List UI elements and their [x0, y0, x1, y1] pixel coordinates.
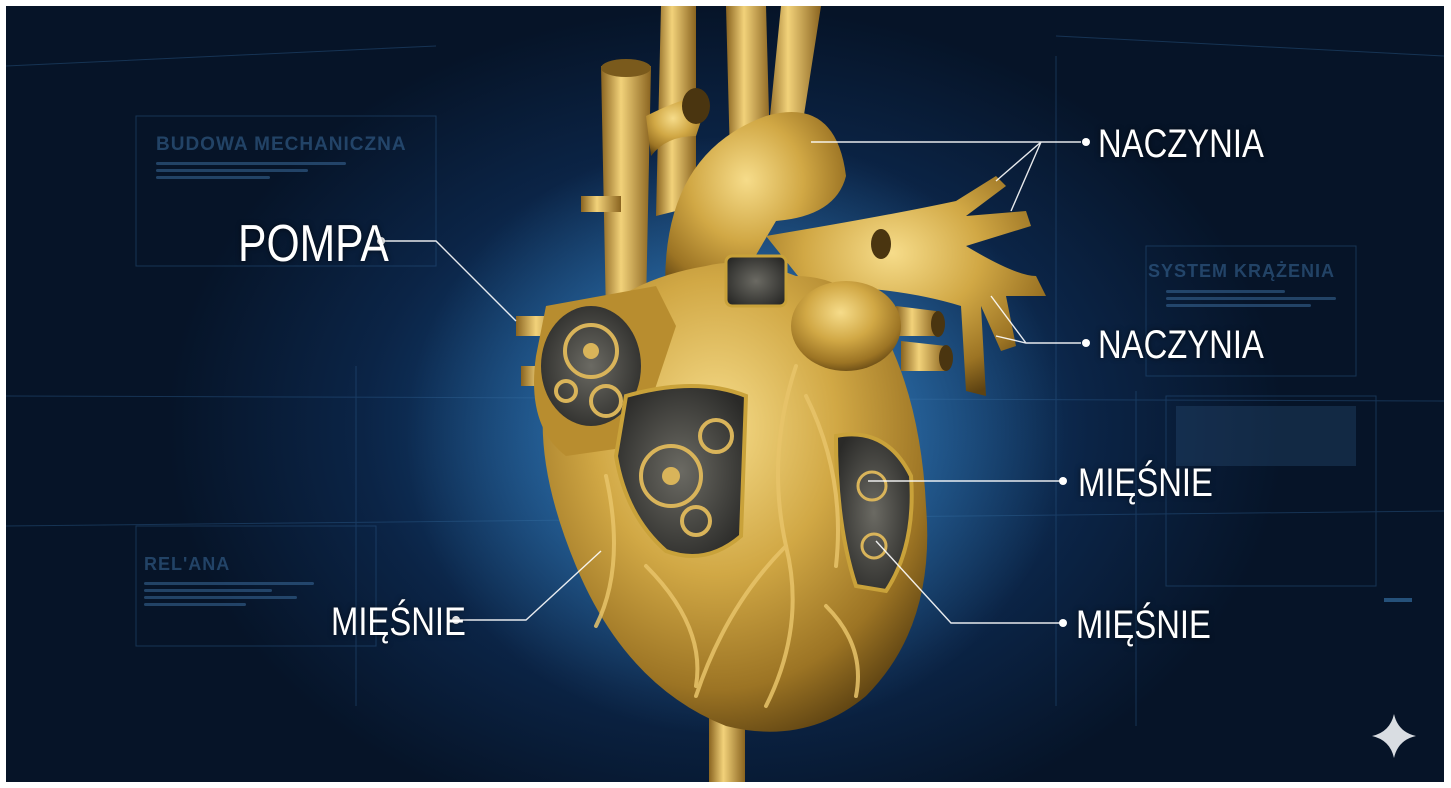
label-muscles-right-upper: MIĘŚNIE	[1078, 461, 1213, 506]
heart-diagram-canvas: BUDOWA MECHANICZNA SYSTEM KRĄŻENIA REL'A…	[6, 6, 1444, 782]
label-vessels-top: NACZYNIA	[1098, 122, 1264, 167]
sparkle-icon	[1372, 714, 1416, 758]
label-muscles-left: MIĘŚNIE	[331, 600, 466, 645]
label-pump: POMPA	[238, 214, 389, 274]
label-vessels-middle: NACZYNIA	[1098, 323, 1264, 368]
label-muscles-right-lower: MIĘŚNIE	[1076, 603, 1211, 648]
